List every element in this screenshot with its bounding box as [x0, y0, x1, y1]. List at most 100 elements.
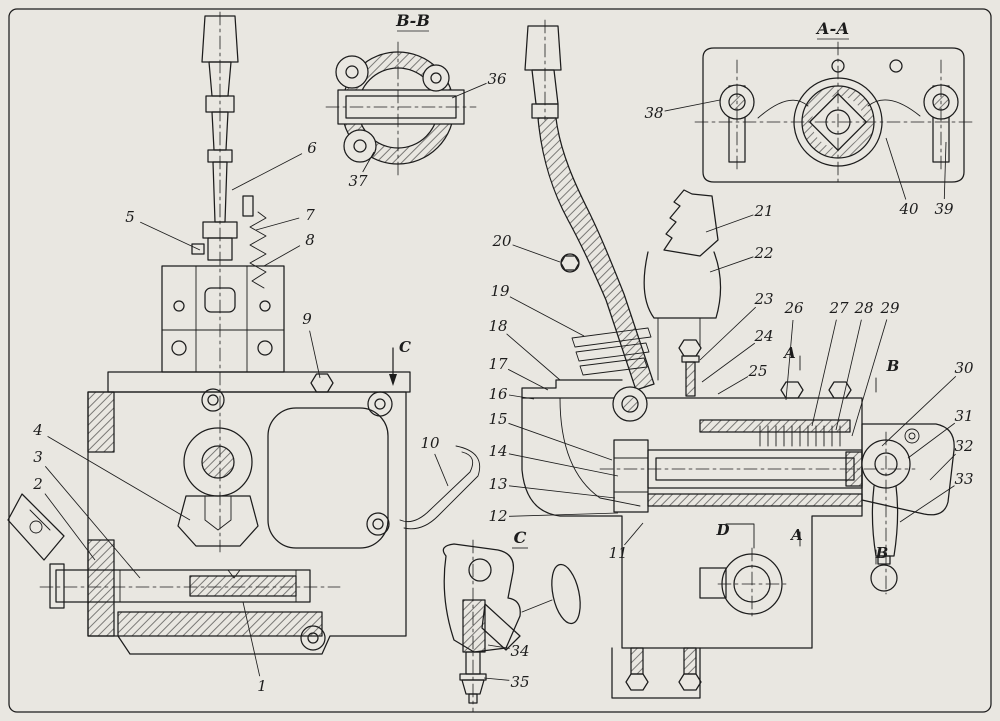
leader-line-4 — [47, 436, 191, 521]
leader-line-8 — [263, 245, 301, 267]
annotation-layer: 1234567891011121314151617181920212223242… — [32, 11, 974, 695]
leader-line-37 — [362, 151, 375, 173]
leader-line-35 — [483, 677, 510, 681]
view-marker-В: В — [875, 544, 889, 562]
part-number-29: 29 — [879, 299, 900, 317]
part-number-38: 38 — [644, 104, 663, 122]
toothed-sector — [663, 189, 719, 257]
leader-line-29 — [851, 319, 888, 437]
view-marker-В: В — [886, 357, 900, 375]
part-number-7: 7 — [305, 206, 315, 224]
part-number-17: 17 — [488, 355, 508, 373]
leader-line-22 — [709, 256, 754, 273]
part-number-8: 8 — [305, 231, 315, 249]
part-number-12: 12 — [488, 507, 507, 525]
leader-line-6 — [231, 153, 303, 191]
leader-line-23 — [699, 306, 756, 361]
part-number-2: 2 — [32, 475, 43, 493]
leader-line-27 — [811, 319, 837, 427]
part-number-36: 36 — [487, 70, 507, 88]
section-bb-view — [325, 41, 477, 179]
part-number-6: 6 — [307, 139, 317, 157]
view-marker-А: А — [783, 344, 796, 362]
leader-line-26 — [785, 319, 794, 401]
section-label: С — [514, 528, 527, 547]
part-number-34: 34 — [510, 642, 529, 660]
leader-line-28 — [835, 319, 862, 431]
gear-lever — [537, 117, 655, 391]
leader-line-3 — [44, 466, 141, 579]
part-number-16: 16 — [488, 385, 508, 403]
part-number-11: 11 — [608, 544, 627, 562]
part-number-39: 39 — [934, 200, 954, 218]
part-number-3: 3 — [33, 448, 43, 466]
part-number-40: 40 — [898, 200, 919, 218]
leader-line-13 — [508, 485, 616, 499]
main-shifter-assembly — [521, 19, 955, 699]
part-number-21: 21 — [753, 202, 773, 220]
part-number-28: 28 — [853, 299, 873, 317]
leader-line-33 — [899, 485, 955, 523]
leader-line-30 — [881, 375, 957, 447]
view-marker-С: С — [399, 338, 411, 356]
leader-line-19 — [509, 296, 585, 337]
section-label: В-В — [395, 11, 430, 30]
leader-line-40 — [885, 137, 907, 200]
part-number-15: 15 — [488, 410, 507, 428]
part-number-14: 14 — [488, 442, 507, 460]
section-c-view — [442, 539, 581, 713]
part-number-5: 5 — [125, 208, 135, 226]
leader-line-20 — [512, 244, 561, 263]
leader-line-18 — [506, 333, 561, 381]
leader-line-12 — [508, 512, 619, 517]
leader-line-25 — [717, 376, 749, 395]
part-number-18: 18 — [488, 317, 507, 335]
view-marker-D: D — [715, 521, 729, 539]
part-number-30: 30 — [954, 359, 974, 377]
section-label: А-А — [816, 19, 850, 38]
part-number-32: 32 — [954, 437, 973, 455]
view-arrow-c — [389, 347, 397, 386]
part-number-27: 27 — [828, 299, 849, 317]
left-shift-tower — [7, 11, 481, 655]
leader-line-31 — [907, 422, 956, 459]
part-number-1: 1 — [257, 677, 267, 695]
part-number-20: 20 — [491, 232, 512, 250]
knob — [551, 563, 581, 625]
spring — [249, 211, 267, 289]
leader-line-38 — [664, 99, 721, 112]
bent-rod — [399, 451, 474, 523]
leader-line-1 — [242, 601, 261, 677]
leader-line-36 — [451, 82, 487, 99]
leader-line-21 — [705, 214, 754, 233]
leader-line-24 — [701, 342, 756, 383]
leader-line-5 — [140, 221, 201, 251]
view-marker-А: А — [790, 526, 803, 544]
part-number-23: 23 — [753, 290, 773, 308]
part-number-4: 4 — [32, 421, 43, 439]
drawing-geometry — [7, 8, 992, 713]
leader-line-15 — [508, 422, 613, 461]
part-number-19: 19 — [490, 282, 510, 300]
part-number-22: 22 — [753, 244, 773, 262]
leader-line-16 — [508, 394, 535, 400]
part-number-33: 33 — [954, 470, 973, 488]
hex-bolt — [310, 373, 334, 393]
leader-line-9 — [309, 330, 321, 379]
leader-line-39 — [943, 141, 947, 200]
leader-line-7 — [255, 217, 300, 231]
part-number-13: 13 — [488, 475, 507, 493]
part-number-24: 24 — [753, 327, 773, 345]
leader-line-34 — [487, 644, 510, 649]
part-number-9: 9 — [302, 310, 312, 328]
part-number-10: 10 — [420, 434, 440, 452]
part-number-26: 26 — [783, 299, 804, 317]
part-number-25: 25 — [747, 362, 767, 380]
leader-line-17 — [507, 368, 549, 391]
part-number-31: 31 — [954, 407, 973, 425]
leader-line-2 — [44, 493, 96, 561]
section-aa-view — [694, 41, 973, 187]
leader-line-14 — [508, 453, 619, 477]
